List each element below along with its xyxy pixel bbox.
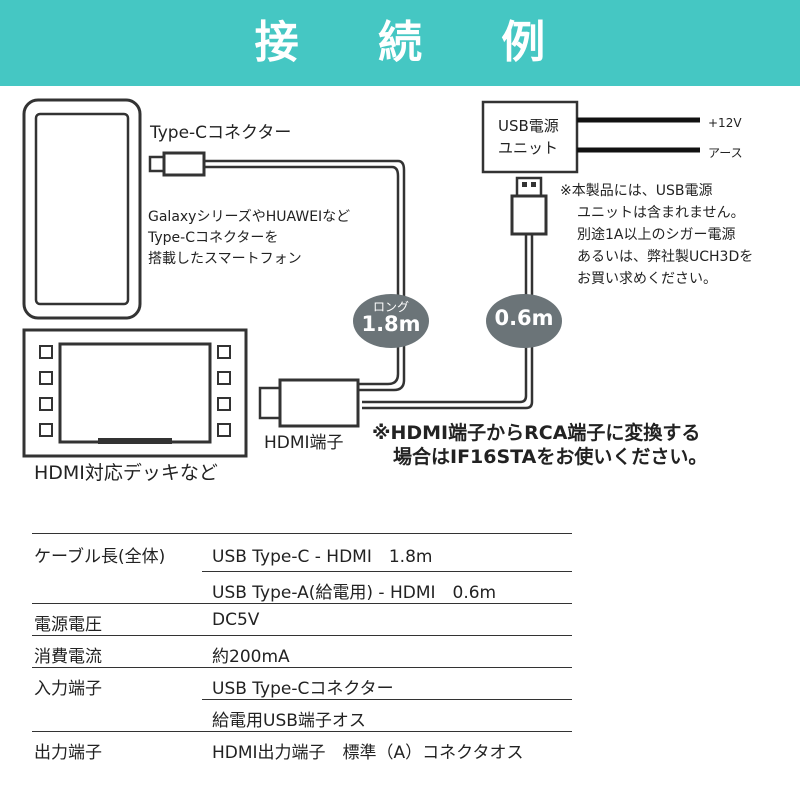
usb-note-2: ユニットは含まれません。: [577, 205, 745, 221]
spec-value: USB Type-Cコネクター: [212, 679, 394, 699]
spec-value: DC5V: [212, 610, 260, 630]
spec-value: USB Type-A(給電用) - HDMI 0.6m: [212, 583, 497, 603]
usb-a-plug-icon: [510, 176, 548, 236]
wire-plus-label: +12V: [708, 116, 742, 130]
typec-connector-icon: [148, 151, 206, 177]
spec-row: 給電用USB端子オス: [202, 699, 572, 732]
rca-note-2: 場合はIF16STAをお使いください。: [393, 446, 708, 468]
usb-note-3: 別途1A以上のシガー電源: [577, 227, 736, 243]
spec-key: ケーブル長(全体): [34, 547, 166, 567]
wire-earth-label: アース: [708, 146, 743, 160]
phone-desc-2: Type-Cコネクターを: [148, 230, 279, 246]
badge-short: [486, 294, 562, 348]
spec-row: USB Type-A(給電用) - HDMI 0.6m: [202, 571, 572, 604]
page-title: 接 続 例: [254, 17, 578, 68]
spec-key: 出力端子: [34, 743, 102, 763]
spec-row: 電源電圧 DC5V: [32, 603, 572, 636]
tv-deck-icon: [22, 328, 248, 458]
badge-long-top: ロング: [372, 300, 409, 314]
hdmi-label: HDMI端子: [264, 433, 344, 453]
connection-diagram: [22, 98, 700, 458]
spec-value: USB Type-C - HDMI 1.8m: [212, 547, 433, 567]
badge-long: [353, 294, 429, 348]
usb-unit-label-2: ユニット: [498, 139, 559, 157]
usb-note-1: ※本製品には、USB電源: [560, 183, 713, 199]
rca-note-1: ※HDMI端子からRCA端子に変換する: [372, 422, 701, 444]
spec-key: 消費電流: [34, 647, 102, 667]
spec-key: 入力端子: [34, 679, 102, 699]
usb-power-unit: [481, 100, 579, 174]
badge-long-value: 1.8m: [361, 312, 421, 336]
spec-row: 消費電流 約200mA: [32, 635, 572, 668]
spec-row: ケーブル長(全体) USB Type-C - HDMI 1.8m: [32, 533, 572, 572]
spec-value: 給電用USB端子オス: [212, 711, 366, 731]
usb-note-4: あるいは、弊社製UCH3Dを: [577, 249, 754, 265]
deck-label: HDMI対応デッキなど: [34, 462, 218, 484]
spec-key: 電源電圧: [34, 615, 102, 635]
phone-desc-1: GalaxyシリーズやHUAWEIなど: [148, 209, 351, 225]
smartphone-icon: [22, 98, 142, 320]
spec-value: 約200mA: [212, 647, 290, 667]
typec-label: Type-Cコネクター: [150, 123, 292, 143]
phone-desc-3: 搭載したスマートフォン: [148, 251, 302, 267]
usb-unit-label-1: USB電源: [498, 117, 559, 135]
hdmi-plug-icon: [258, 378, 360, 428]
long-cable: [204, 159, 406, 392]
spec-row: 出力端子 HDMI出力端子 標準（A）コネクタオス: [32, 731, 572, 764]
usb-note-5: お買い求めください。: [577, 271, 717, 287]
spec-value: HDMI出力端子 標準（A）コネクタオス: [212, 743, 524, 763]
short-cable: [362, 234, 528, 404]
badge-short-value: 0.6m: [494, 306, 554, 330]
spec-row: 入力端子 USB Type-Cコネクター: [32, 667, 572, 700]
header-banner: 接 続 例: [0, 0, 800, 86]
